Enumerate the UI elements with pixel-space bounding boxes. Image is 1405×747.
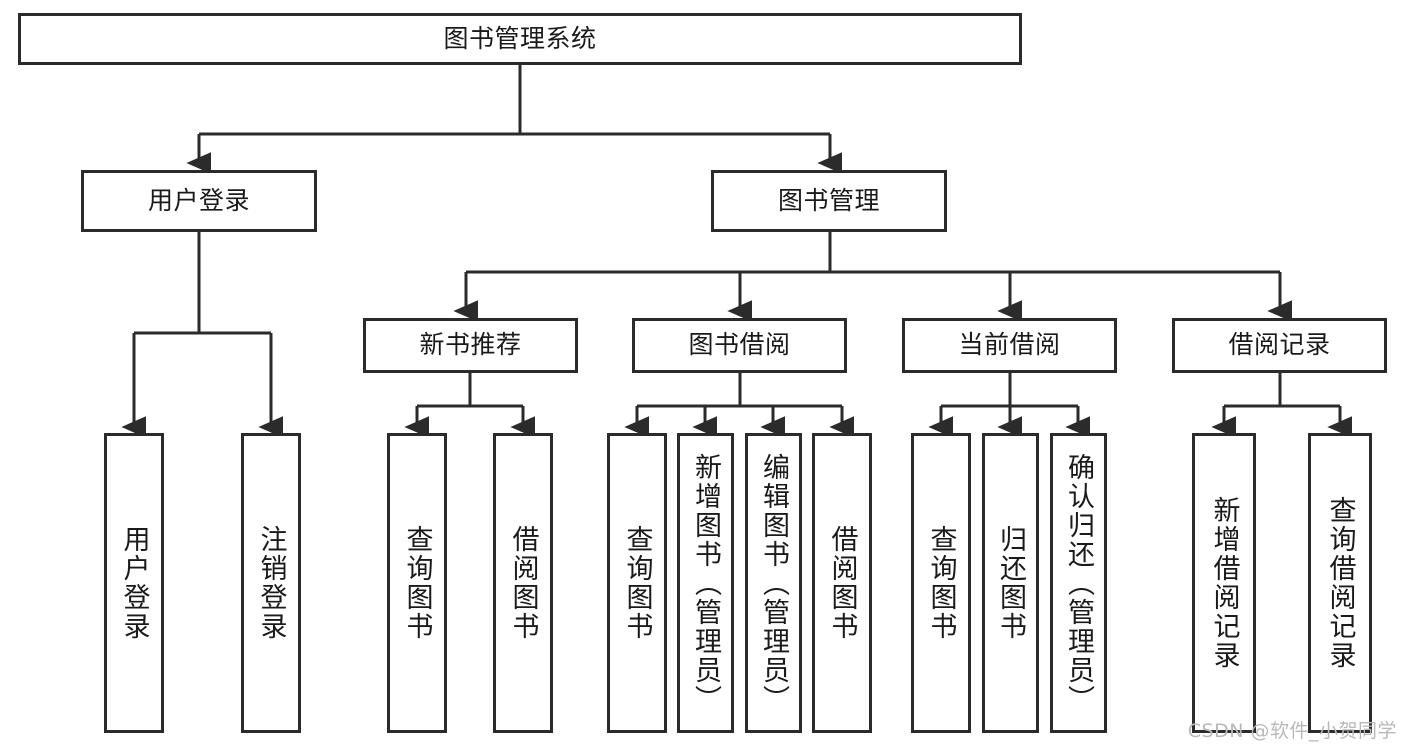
node-label: 图书管理 — [777, 185, 880, 215]
leaf-query-borrow-record[interactable]: 查询借阅记录 — [1308, 433, 1372, 733]
leaf-edit-book-admin[interactable]: 编辑图书（管理员） — [745, 433, 802, 733]
node-user-login[interactable]: 用户登录 — [81, 170, 317, 232]
leaf-confirm-return-admin[interactable]: 确认归还（管理员） — [1050, 433, 1107, 733]
node-current-borrow[interactable]: 当前借阅 — [902, 318, 1117, 373]
leaf-query-book-borrow[interactable]: 查询图书 — [607, 433, 667, 733]
node-label: 新增借阅记录 — [1208, 496, 1240, 670]
node-label: 确认归还（管理员） — [1063, 452, 1094, 714]
watermark: CSDN @软件_小贺同学 — [1187, 720, 1397, 742]
leaf-user-login[interactable]: 用户登录 — [104, 433, 164, 733]
node-label: 查询图书 — [925, 525, 957, 641]
leaf-query-book-current[interactable]: 查询图书 — [911, 433, 971, 733]
node-book-management[interactable]: 图书管理 — [711, 170, 947, 232]
node-label: 查询借阅记录 — [1324, 496, 1356, 670]
leaf-add-book-admin[interactable]: 新增图书（管理员） — [677, 433, 734, 733]
node-label: 用户登录 — [147, 185, 250, 215]
leaf-logout[interactable]: 注销登录 — [241, 433, 301, 733]
leaf-borrow-book[interactable]: 借阅图书 — [812, 433, 872, 733]
node-label: 当前借阅 — [958, 330, 1061, 360]
node-label: 新增图书（管理员） — [690, 452, 721, 714]
node-label: 借阅图书 — [826, 525, 858, 641]
node-new-book-recommend[interactable]: 新书推荐 — [363, 318, 578, 373]
node-label: 归还图书 — [995, 525, 1026, 641]
node-label: 图书管理系统 — [443, 23, 597, 53]
node-borrow-record[interactable]: 借阅记录 — [1172, 318, 1387, 373]
leaf-return-book[interactable]: 归还图书 — [982, 433, 1039, 733]
node-label: 注销登录 — [255, 525, 287, 641]
node-label: 编辑图书（管理员） — [758, 452, 789, 714]
node-label: 借阅记录 — [1228, 330, 1331, 360]
node-label: 查询图书 — [401, 525, 433, 641]
node-label: 借阅图书 — [507, 525, 539, 641]
node-label: 图书借阅 — [688, 330, 791, 360]
node-label: 查询图书 — [621, 525, 653, 641]
leaf-borrow-book-newbook[interactable]: 借阅图书 — [493, 433, 553, 733]
node-label: 新书推荐 — [419, 330, 522, 360]
node-root-book-management-system[interactable]: 图书管理系统 — [18, 13, 1022, 65]
node-book-borrow[interactable]: 图书借阅 — [632, 318, 847, 373]
leaf-add-borrow-record[interactable]: 新增借阅记录 — [1192, 433, 1256, 733]
node-label: 用户登录 — [118, 525, 150, 641]
leaf-query-book-newbook[interactable]: 查询图书 — [387, 433, 447, 733]
